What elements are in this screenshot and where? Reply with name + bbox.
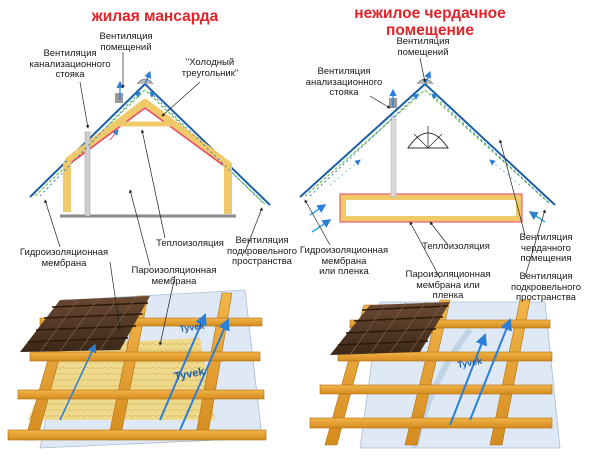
left-roof-section [29,70,271,218]
right-label-vent-rooms: Вентиляция помещений [396,36,450,58]
left-label-vent-rooms: Вентиляция помещений [99,31,153,53]
left-roof-panel [7,289,267,449]
left-membrane-brand: Tyvek [179,320,206,333]
left-label-vent-sewer: Вентиляция канализационного стояка [29,48,111,80]
left-label-cold-triangle: "Холодный треугольник" [181,57,239,79]
right-label-insulation: Теплоизоляция [422,241,490,252]
right-ceiling-insulation [340,194,522,222]
left-leader-lines [44,52,263,346]
right-label-vent-underroof: Вентиляция подкровельного пространства [511,271,581,303]
right-title: нежилое чердачное помещение [354,5,506,39]
left-label-waterproof: Гидроизоляционная мембрана [19,247,109,269]
left-insulation-layer [63,99,232,214]
left-sewer-pipe [84,131,91,217]
left-label-insulation: Теплоизоляция [156,238,224,249]
right-label-vent-sewer: Вентиляция анализационного стояка [305,66,383,98]
right-label-vapor: Пароизоляционная мембрана или пленка [405,269,491,301]
right-roof-panel [309,299,561,449]
right-label-waterproof: Гидроизоляционная мембрана или пленка [299,245,389,277]
right-label-vent-attic: Вентиляция чердачного помещения [519,232,573,264]
right-leader-lines [304,57,546,279]
left-label-vapor: Пароизоляционная мембрана [131,265,217,287]
left-membrane-brand-2: Tyvek [173,366,206,383]
left-title: жилая мансарда [91,8,219,25]
right-sewer-pipe [390,115,397,198]
right-membrane-brand: Tyvek [457,356,484,370]
left-label-vent-underroof: Вентиляция подкровельного пространства [227,235,297,267]
